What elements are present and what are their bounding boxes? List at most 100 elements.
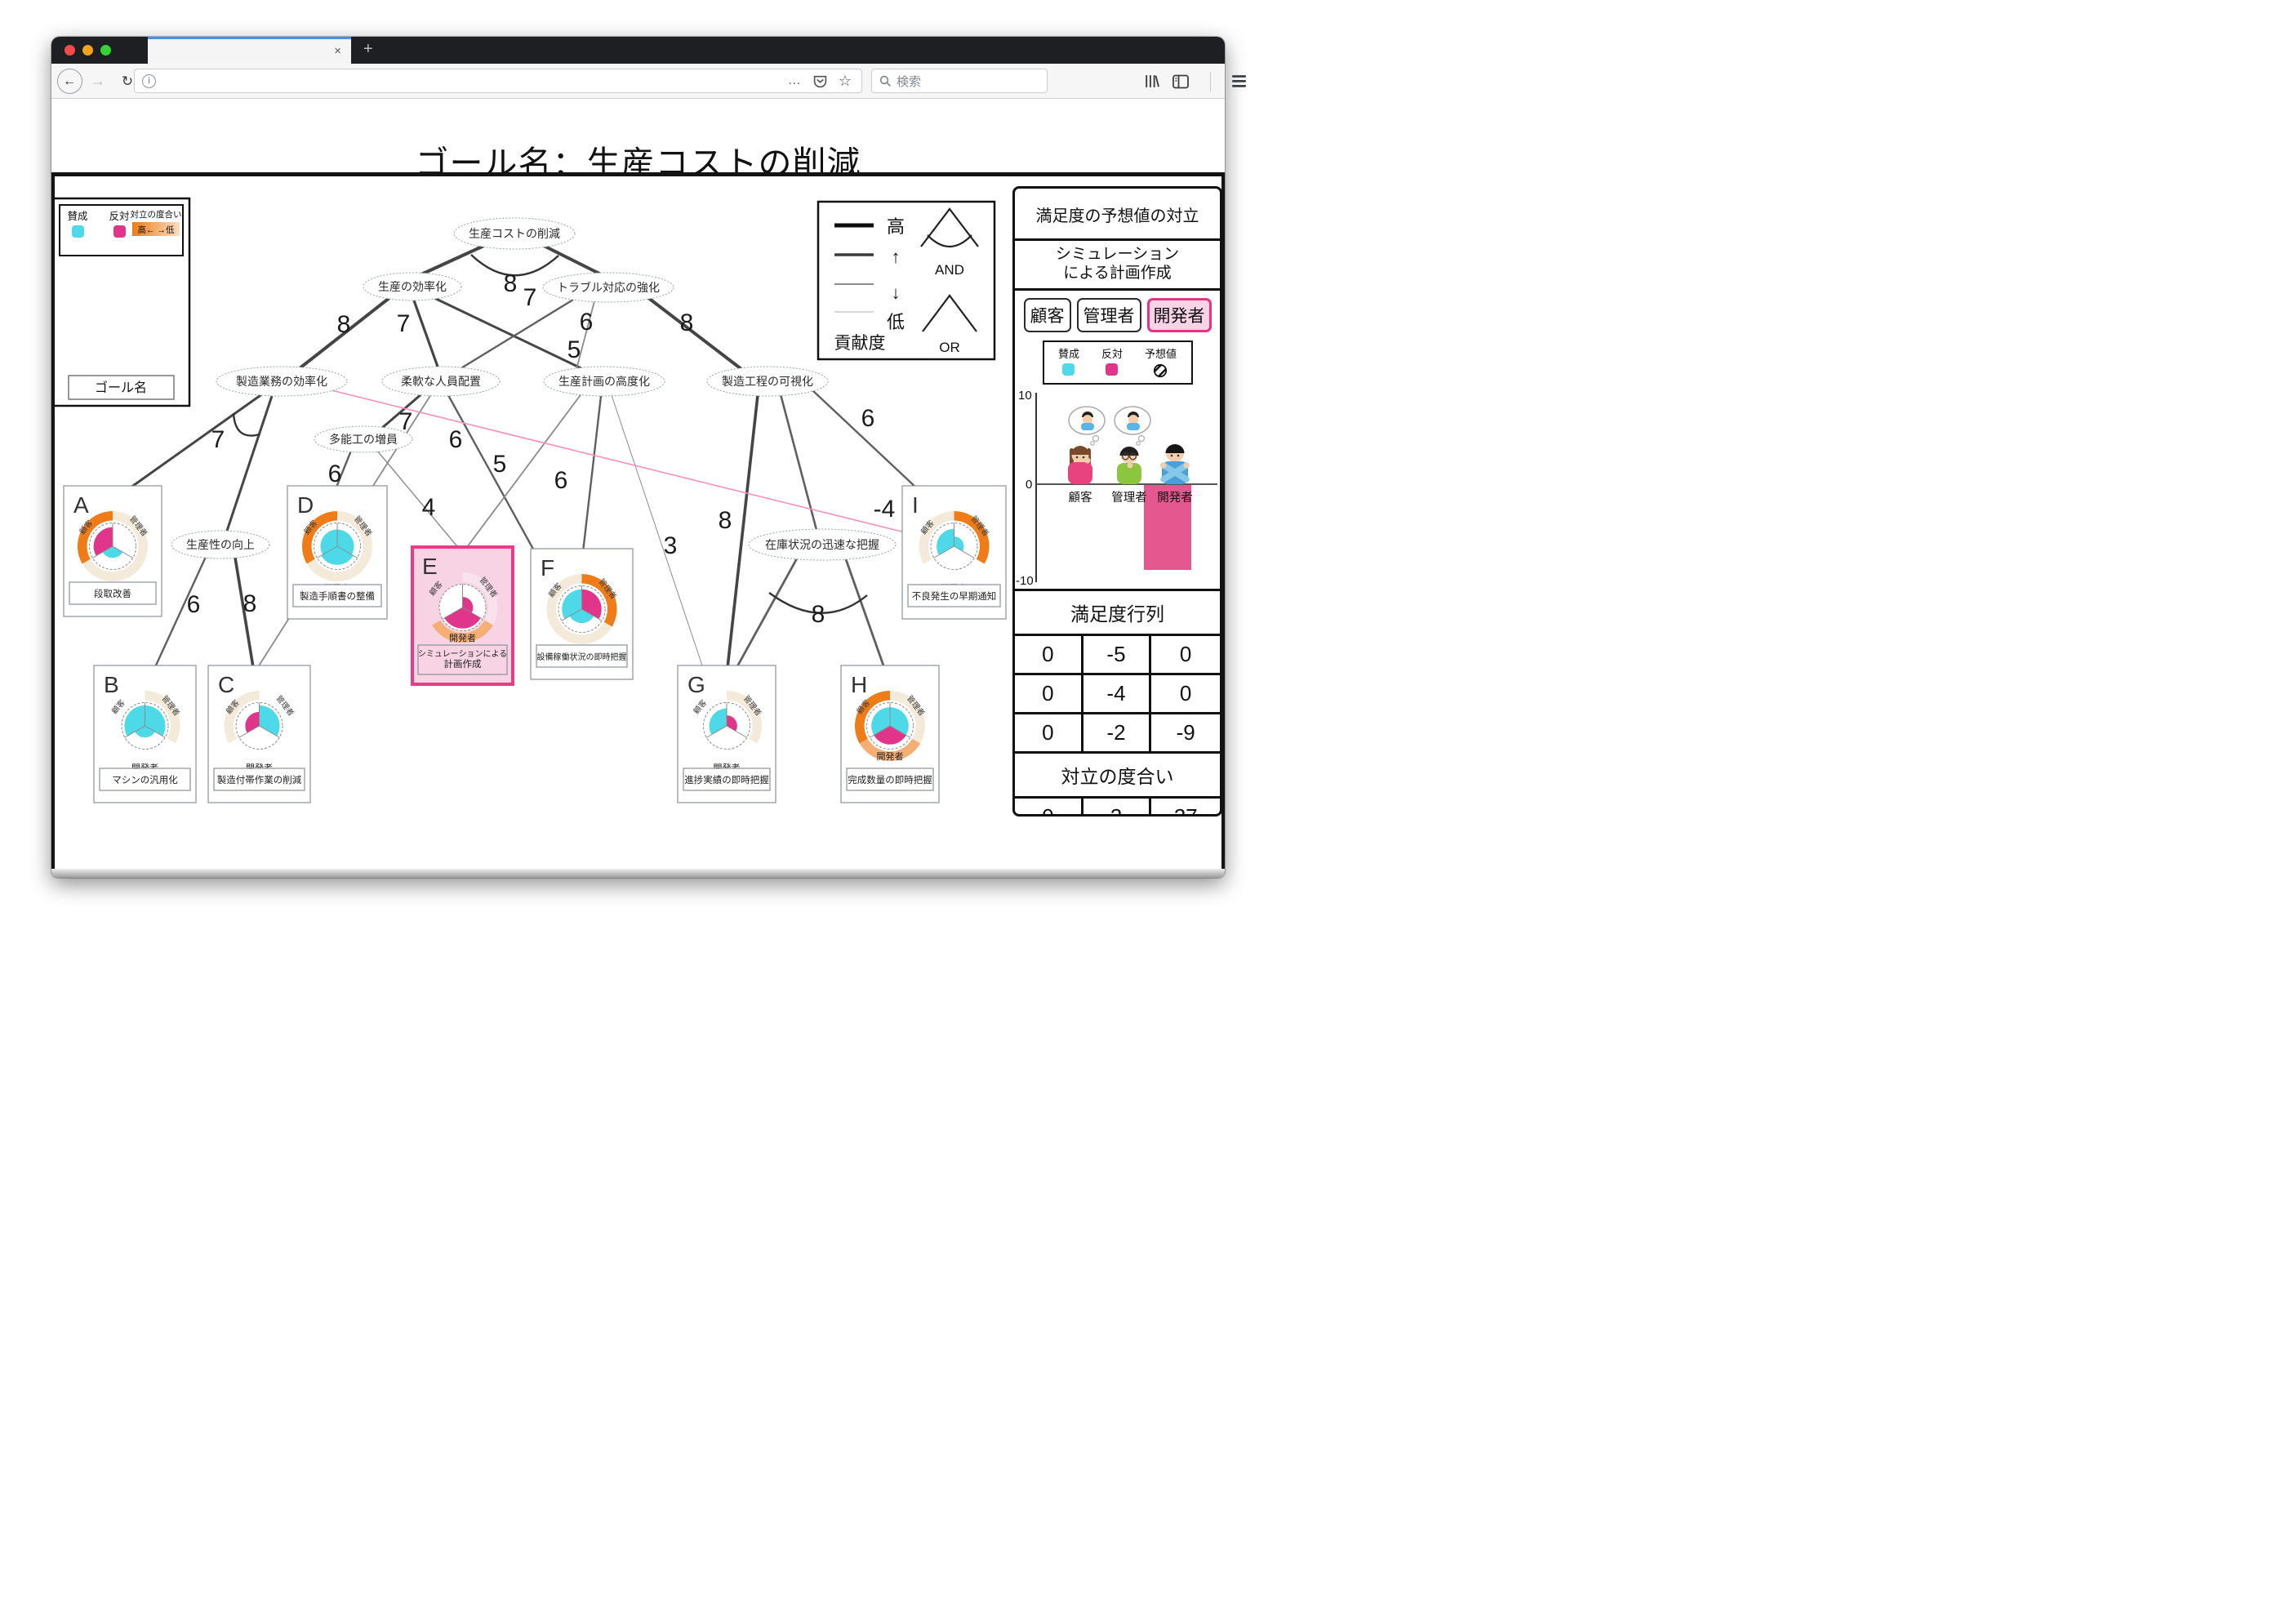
conflict-ring-segment (890, 691, 925, 744)
contribution-edge (447, 394, 536, 553)
manager-button[interactable]: 管理者 (1076, 297, 1141, 332)
customer-person-icon (1068, 405, 1106, 484)
conflict-ring-segment (855, 691, 890, 744)
leaf-node-F[interactable]: F顧客管理者開発者設備稼働状況の即時把握 (530, 548, 634, 680)
oppose-swatch (1106, 363, 1119, 376)
goal-node-n3[interactable]: トラブル対応の強化 (542, 272, 674, 303)
goal-node-n5[interactable]: 柔軟な人員配置 (381, 366, 501, 397)
leaf-node-B[interactable]: B顧客管理者開発者マシンの汎用化 (93, 665, 197, 803)
new-tab-button[interactable]: + (363, 40, 373, 58)
goal-node-n7[interactable]: 製造工程の可視化 (706, 366, 829, 397)
leaf-id-label: F (541, 555, 554, 581)
or-label: OR (939, 340, 960, 355)
contribution-low-label: 低 (887, 312, 905, 332)
conflict-gradient-bar (132, 222, 180, 236)
goal-node-n8[interactable]: 多能工の増員 (314, 425, 413, 453)
oppose-label: 反対 (1101, 347, 1123, 360)
leaf-caption: 不良発生の早期通知 (912, 590, 997, 602)
edge-weight-label: 6 (861, 405, 875, 432)
library-icon[interactable] (1144, 73, 1159, 89)
y-min-label: -10 (1016, 574, 1034, 588)
reload-button[interactable]: ↻ (121, 73, 134, 89)
goal-node-n9[interactable]: 生産性の向上 (171, 530, 270, 559)
toolbar-divider (1210, 71, 1211, 91)
conflict-ring-segment (954, 511, 990, 564)
leaf-node-G[interactable]: G顧客管理者開発者進捗実績の即時把握 (677, 665, 776, 803)
sidebar-toggle-icon[interactable] (1172, 74, 1189, 89)
developer-button[interactable]: 開発者 (1146, 297, 1212, 332)
zoom-window-button[interactable] (100, 45, 111, 56)
close-tab-icon[interactable]: × (334, 44, 341, 58)
developer-sector-label: 開発者 (877, 750, 904, 762)
window-bottom-edge (51, 869, 1225, 878)
goal-node-label: 生産計画の高度化 (558, 375, 650, 388)
leaf-caption-box (99, 768, 191, 791)
legend-conflict-label: 対立の度合い (131, 209, 182, 220)
contribution-edge (234, 557, 255, 668)
goal-node-n6[interactable]: 生産計画の高度化 (543, 366, 665, 397)
goal-node-n10[interactable]: 在庫状況の迅速な把握 (748, 528, 897, 561)
contribution-edge (611, 394, 704, 669)
contribution-edge (376, 450, 461, 551)
edge-weight-label: 6 (328, 461, 342, 487)
forward-button[interactable]: → (91, 73, 105, 89)
leaf-caption-box (69, 581, 157, 605)
developer-sector-label: 開発者 (449, 632, 476, 643)
page-actions-icon[interactable]: … (787, 73, 802, 87)
contribution-edge (576, 300, 595, 370)
conflict-ring-segment (145, 691, 180, 744)
edge-weight-label: -4 (874, 496, 896, 523)
y-zero-label: 0 (1026, 478, 1032, 492)
contribution-edge (735, 558, 799, 669)
edge-weight-label: 6 (580, 309, 594, 336)
goal-node-goal[interactable]: 生産コストの削減 (453, 217, 576, 250)
goal-name-label: ゴール名 (95, 380, 147, 395)
leaf-node-A[interactable]: A顧客管理者開発者段取改善 (63, 485, 162, 617)
search-input[interactable]: 検索 (871, 69, 1048, 93)
customer-button[interactable]: 顧客 (1023, 297, 1071, 332)
plan-name: シミュレーションによる計画作成 (1015, 241, 1220, 291)
conflict-ring-segment (113, 511, 149, 564)
agree-color-swatch (72, 225, 84, 238)
pocket-icon[interactable] (813, 74, 827, 88)
edge-weight-label: 8 (812, 601, 825, 628)
conflict-ring-segment (727, 691, 762, 744)
satisfaction-wedge (444, 607, 481, 629)
leaf-node-H[interactable]: H顧客管理者開発者完成数量の即時把握 (840, 665, 940, 803)
bookmark-star-icon[interactable]: ☆ (838, 72, 852, 89)
conflict-ring-segment (337, 511, 372, 564)
conflict-ring-segment (551, 621, 612, 644)
legend-agree-label: 賛成 (67, 211, 87, 222)
contribution-edge (646, 296, 743, 371)
leaf-caption-box (213, 768, 305, 791)
browser-tab[interactable]: × (148, 37, 351, 64)
y-max-label: 10 (1018, 389, 1032, 403)
developer-person-icon (1160, 443, 1190, 484)
goal-node-n4[interactable]: 製造業務の効率化 (216, 366, 348, 397)
conflict-degree-title: 対立の度合い (1015, 754, 1220, 799)
minimize-window-button[interactable] (82, 45, 93, 56)
matrix-row: 0-2-9 (1015, 714, 1220, 754)
contribution-edge (811, 389, 919, 490)
menu-hamburger-icon[interactable] (1232, 75, 1246, 87)
site-info-icon[interactable]: i (142, 73, 156, 88)
goal-node-label: 生産性の向上 (186, 538, 255, 551)
contribution-edge (412, 300, 439, 367)
url-bar[interactable]: i … ☆ (134, 69, 862, 93)
contribution-edge (298, 296, 392, 370)
close-window-button[interactable] (65, 45, 75, 56)
goal-node-n2[interactable]: 生産の効率化 (363, 272, 462, 301)
leaf-node-E[interactable]: E顧客管理者開発者シミュレーションによる計画作成 (411, 545, 514, 686)
goal-node-label: 多能工の増員 (329, 433, 398, 446)
conflict-ring-segment (302, 511, 337, 564)
leaf-node-I[interactable]: I顧客管理者開発者不良発生の早期通知 (901, 485, 1007, 620)
leaf-node-C[interactable]: C顧客管理者開発者製造付帯作業の削減 (207, 665, 311, 803)
agree-swatch (1062, 363, 1075, 376)
and-label: AND (935, 262, 964, 278)
leaf-node-D[interactable]: D顧客管理者開発者製造手順書の整備 (287, 485, 388, 620)
leaf-caption: 完成数量の即時把握 (848, 774, 932, 785)
contribution-edge (154, 556, 207, 668)
back-button[interactable]: ← (56, 64, 82, 99)
goal-node-label: トラブル対応の強化 (557, 281, 660, 294)
